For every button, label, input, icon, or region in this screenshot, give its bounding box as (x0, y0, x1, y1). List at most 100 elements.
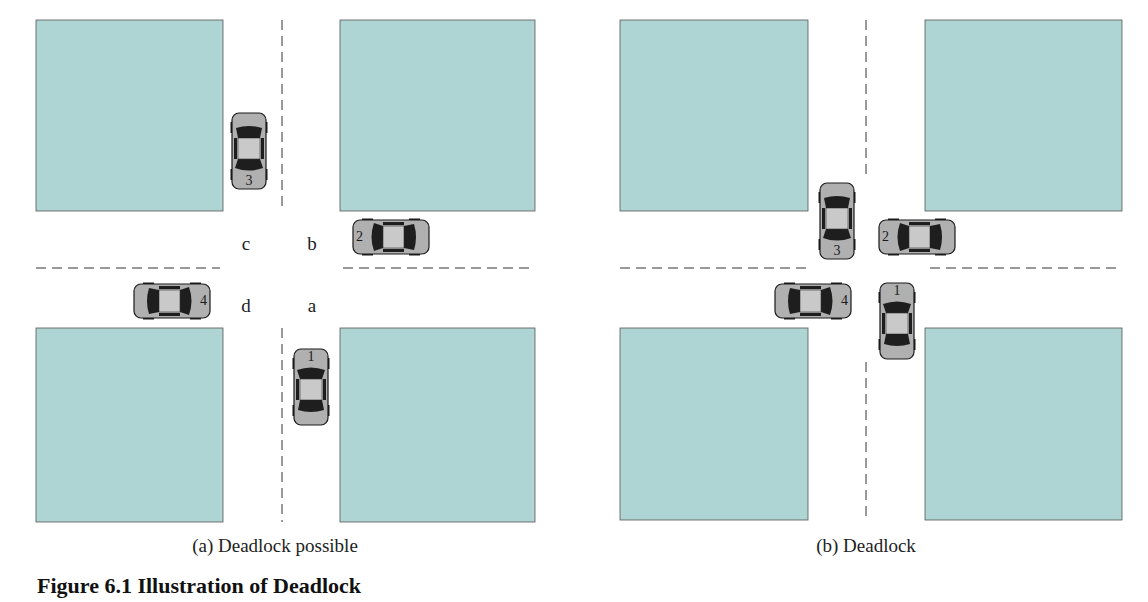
car-side-window (909, 249, 930, 252)
car-side-window (159, 286, 180, 289)
car-body (294, 349, 328, 425)
car-windshield (898, 223, 910, 251)
car-rear-window (404, 224, 416, 250)
car-rear-window (236, 126, 262, 138)
car-side-window (909, 222, 930, 225)
car-number: 1 (894, 284, 901, 298)
car: 3 (818, 182, 856, 260)
car-body (820, 183, 854, 259)
car-number: 4 (841, 294, 848, 308)
panel-caption: (a) Deadlock possible (192, 536, 358, 555)
region-letter: d (241, 296, 251, 315)
car-side-window (800, 286, 821, 289)
car: 1 (878, 282, 916, 360)
car-illustration (352, 218, 430, 256)
region-letter: c (242, 234, 250, 253)
car-roof (159, 290, 180, 312)
lane-divider (866, 362, 867, 520)
car: 2 (352, 218, 430, 256)
car-body (134, 284, 210, 318)
car-illustration (133, 282, 211, 320)
car-rear-window (930, 224, 942, 250)
car-side-window (882, 313, 885, 334)
car-body (879, 220, 955, 254)
city-block (925, 328, 1122, 520)
car-side-window (800, 313, 821, 316)
car: 4 (133, 282, 211, 320)
lane-dividers (36, 20, 1122, 522)
car-illustration (878, 218, 956, 256)
car-side-window (234, 138, 237, 159)
car-body (232, 113, 266, 189)
car: 4 (774, 282, 852, 320)
car-windshield (297, 368, 325, 380)
car-shape (293, 349, 330, 425)
car-body (775, 284, 851, 318)
car-side-window (822, 208, 825, 229)
lane-divider (282, 328, 283, 522)
car-windshield (823, 229, 851, 241)
lane-divider (343, 268, 535, 269)
car-rear-window (824, 196, 850, 208)
car-shape (775, 283, 851, 320)
car-roof (886, 313, 908, 334)
car-shape (353, 219, 429, 256)
car-number: 2 (356, 230, 363, 244)
car-roof (300, 379, 322, 400)
car: 2 (878, 218, 956, 256)
car-shape (134, 283, 210, 320)
car-roof (800, 290, 821, 312)
car-rear-window (147, 288, 159, 314)
figure-caption: Figure 6.1 Illustration of Deadlock (37, 574, 361, 598)
car-shape (879, 219, 955, 256)
city-block (620, 20, 808, 211)
car-side-window (323, 379, 326, 400)
car-body (353, 220, 429, 254)
car-side-window (383, 249, 404, 252)
car-body (880, 283, 914, 359)
car-windshield (372, 223, 384, 251)
region-letter: b (307, 234, 317, 253)
city-blocks (36, 20, 1122, 522)
car-number: 1 (308, 350, 315, 364)
lane-divider (930, 268, 1122, 269)
car-roof (826, 208, 848, 229)
region-letter: a (308, 296, 316, 315)
city-block (340, 20, 535, 211)
car-side-window (296, 379, 299, 400)
car-windshield (821, 287, 833, 315)
car: 1 (292, 348, 330, 426)
lane-divider (620, 268, 806, 269)
car-side-window (383, 222, 404, 225)
car-roof (909, 226, 930, 248)
car-shape (879, 283, 916, 359)
car-side-window (159, 313, 180, 316)
car-windshield (883, 302, 911, 314)
car-rear-window (884, 334, 910, 346)
car: 3 (230, 112, 268, 190)
car-roof (238, 138, 260, 159)
lane-divider (866, 20, 867, 180)
car-side-window (261, 138, 264, 159)
city-block (925, 20, 1122, 211)
lane-divider (282, 20, 283, 211)
panel-caption: (b) Deadlock (816, 536, 916, 555)
car-windshield (180, 287, 192, 315)
city-block (620, 328, 808, 520)
car-shape (231, 113, 268, 189)
city-block (36, 20, 223, 211)
car-number: 3 (834, 244, 841, 258)
car-shape (819, 183, 856, 259)
city-block (36, 328, 223, 522)
car-side-window (849, 208, 852, 229)
car-rear-window (298, 400, 324, 412)
car-number: 2 (882, 230, 889, 244)
car-illustration (774, 282, 852, 320)
car-windshield (235, 159, 263, 171)
lane-divider (36, 268, 220, 269)
car-side-window (909, 313, 912, 334)
car-number: 3 (246, 174, 253, 188)
city-block (340, 328, 535, 522)
car-number: 4 (200, 294, 207, 308)
